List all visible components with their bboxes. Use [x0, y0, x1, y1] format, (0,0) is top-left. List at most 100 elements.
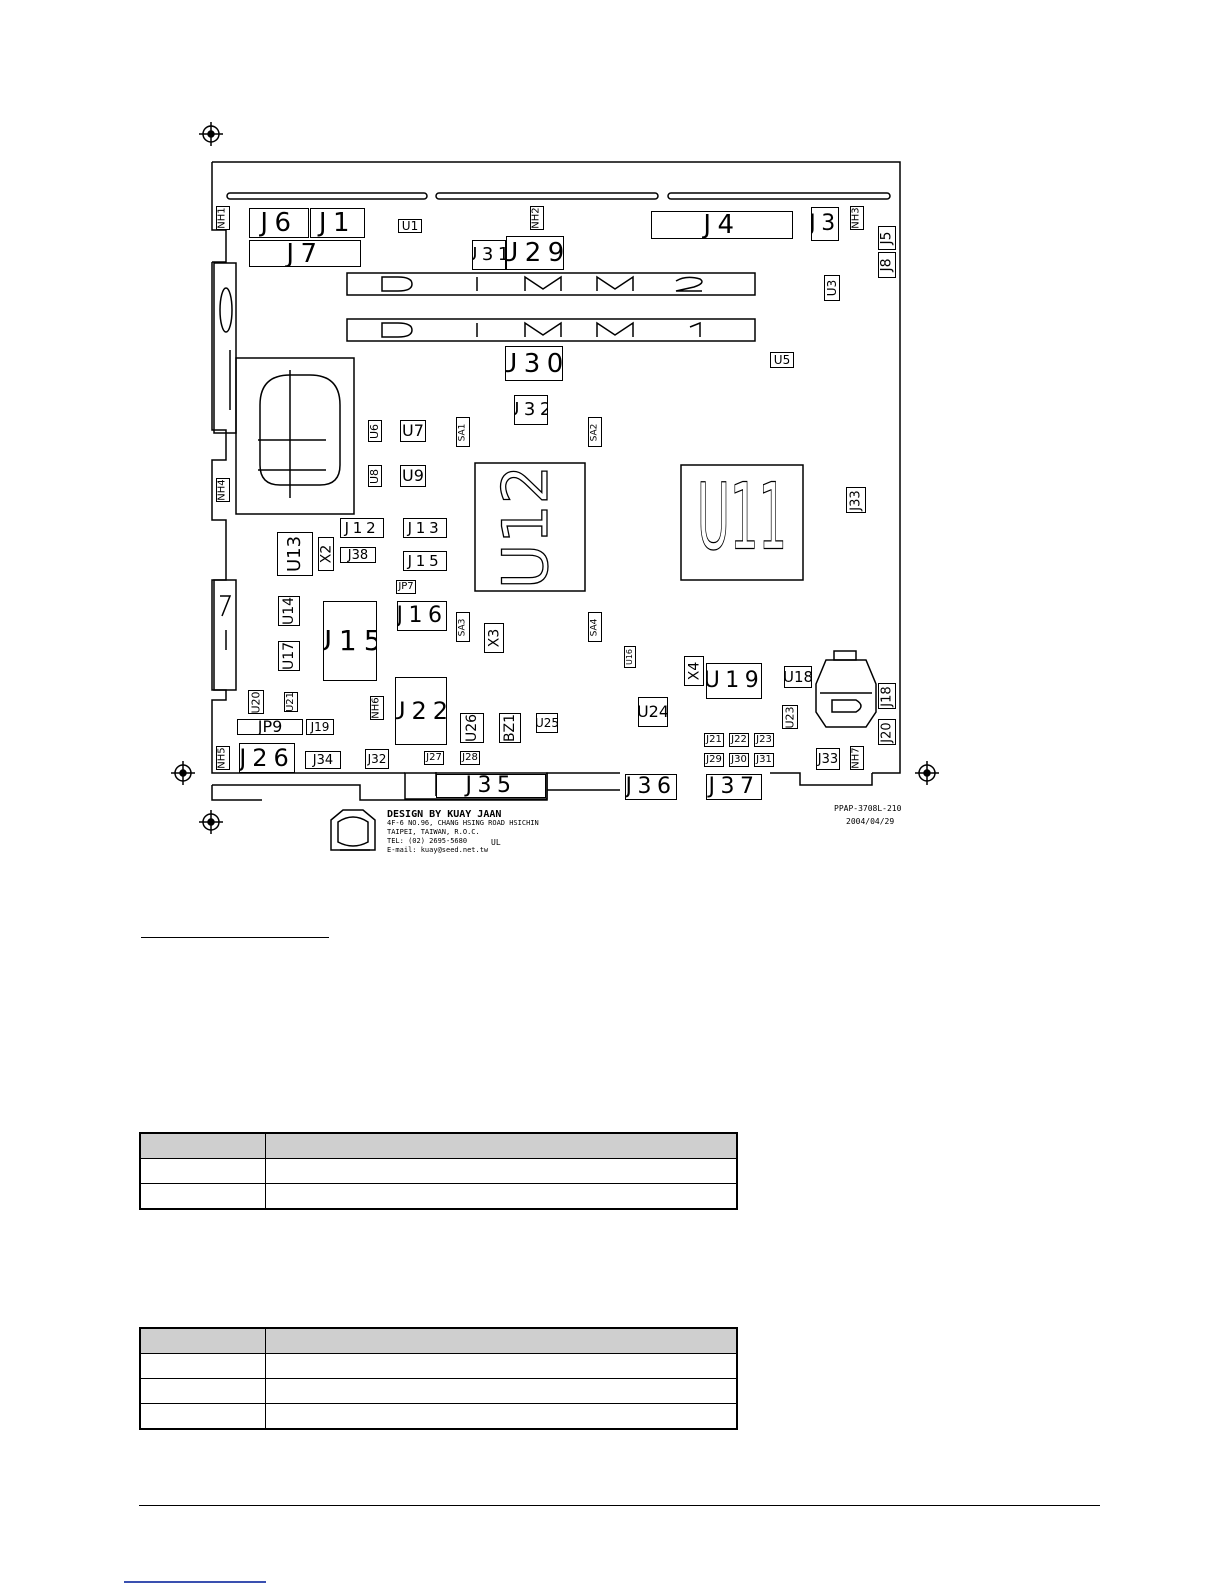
component-label-j35: J35	[436, 774, 546, 798]
designer-logo	[330, 809, 376, 851]
component-label-u3: U3	[824, 275, 840, 301]
dimm1-slot	[346, 318, 756, 342]
component-label-j31: J31	[754, 753, 774, 767]
designer-line1: DESIGN BY KUAY JAAN	[387, 809, 502, 820]
component-label-j19: J19	[306, 719, 334, 735]
component-label-u16: U16	[624, 646, 636, 668]
designer-block: DESIGN BY KUAY JAAN 4F-6 NO.96, CHANG HS…	[387, 810, 539, 855]
component-label-j3: J3	[811, 207, 839, 241]
component-label-jp9: JP9	[237, 719, 303, 735]
component-label-x2: X2	[318, 537, 334, 571]
designer-line4: TEL: (02) 2695-5680	[387, 837, 468, 845]
component-label-j26: J26	[239, 743, 295, 773]
component-label-j20: J20	[878, 719, 896, 745]
table-header	[141, 1329, 736, 1353]
component-label-j33: J33	[816, 748, 840, 770]
part-number: PPAP-3708L-210	[834, 804, 902, 813]
table-row	[141, 1378, 736, 1403]
component-label-sa3: SA3	[456, 612, 470, 642]
component-label-u9: U9	[400, 465, 426, 487]
component-label-j18: J18	[878, 683, 896, 709]
component-label-u5: U5	[770, 352, 794, 368]
component-label-u22: U22	[395, 677, 447, 745]
component-label-j33: J33	[846, 487, 866, 513]
component-label-j6: J6	[249, 208, 309, 238]
chip-u12: U12	[474, 462, 586, 592]
table-header	[141, 1134, 736, 1158]
component-label-u8: U8	[368, 465, 382, 487]
table-row	[141, 1353, 736, 1378]
socket-bt1	[815, 650, 877, 728]
table-2	[139, 1327, 738, 1430]
component-label-u15: U15	[323, 601, 377, 681]
component-label-u20: U20	[248, 690, 264, 714]
component-label-j38: J38	[340, 547, 376, 563]
footer-rule	[139, 1505, 1100, 1506]
component-label-u7: U7	[400, 420, 426, 442]
table-row	[141, 1158, 736, 1183]
socket-j10	[235, 357, 355, 515]
component-label-u32: U32	[514, 395, 548, 425]
component-label-sa2: SA2	[588, 417, 602, 447]
connector-j10-edge	[213, 262, 237, 434]
component-label-nh5: NH5	[216, 746, 230, 770]
dimm2-slot	[346, 272, 756, 296]
ul-mark: UL	[491, 838, 501, 847]
designer-line2: 4F-6 NO.96, CHANG HSING ROAD HSICHIN	[387, 819, 539, 827]
component-label-u25: U25	[536, 713, 558, 733]
table-row	[141, 1183, 736, 1208]
component-label-j12: J12	[340, 518, 384, 538]
component-label-u17: U17	[278, 641, 300, 671]
component-label-jp7: JP7	[396, 580, 416, 594]
component-label-u23: U23	[782, 705, 798, 729]
component-label-bz1: BZ1	[499, 713, 521, 743]
component-label-u29: U29	[506, 236, 564, 270]
component-label-nh3: NH3	[850, 206, 864, 230]
component-label-u31: U31	[472, 240, 506, 270]
component-label-j30: J30	[729, 753, 749, 767]
svg-text:U11: U11	[697, 463, 787, 570]
board-date: 2004/04/29	[846, 817, 895, 826]
component-label-sa4: SA4	[588, 612, 602, 642]
component-label-j34: J34	[305, 751, 341, 769]
component-label-j7: J7	[249, 240, 361, 267]
component-label-j1: J1	[310, 208, 365, 238]
component-label-u24: U24	[638, 697, 668, 727]
component-label-j28: J28	[460, 751, 480, 765]
registration-mark	[199, 122, 223, 146]
registration-mark	[915, 761, 939, 785]
section-underline	[141, 937, 329, 938]
component-label-u30: U30	[505, 346, 563, 381]
registration-mark	[171, 761, 195, 785]
component-label-u21: U21	[284, 692, 298, 712]
component-label-u14: U14	[278, 596, 300, 626]
component-label-j23: J23	[754, 733, 774, 747]
component-label-j36: J36	[625, 774, 677, 800]
component-label-x4: X4	[684, 656, 704, 686]
component-label-nh7: NH7	[850, 746, 864, 770]
connector-j17-edge	[213, 579, 237, 691]
registration-mark	[199, 810, 223, 834]
component-label-j8: J8	[878, 252, 896, 278]
component-label-j13: J13	[403, 518, 447, 538]
component-label-u19: U19	[706, 663, 762, 699]
component-label-sa1: SA1	[456, 417, 470, 447]
component-label-j29: J29	[704, 753, 724, 767]
component-label-u26: U26	[460, 713, 484, 743]
table-row	[141, 1403, 736, 1428]
component-label-j16: J16	[397, 601, 447, 631]
component-label-nh1: NH1	[216, 206, 230, 230]
component-label-j37: J37	[706, 774, 762, 800]
edge-slot	[226, 192, 891, 200]
footer-link-underline	[124, 1581, 266, 1583]
designer-line5: E-mail: kuay@seed.net.tw	[387, 846, 489, 854]
component-label-j5: J5	[878, 226, 896, 250]
chip-u11: U11	[680, 463, 804, 581]
component-label-u13: U13	[277, 532, 313, 576]
component-label-u1: U1	[398, 219, 422, 233]
component-label-j4: J4	[651, 211, 793, 239]
component-label-j21: J21	[704, 733, 724, 747]
component-label-j15: J15	[403, 551, 447, 571]
component-label-nh2: NH2	[530, 206, 544, 230]
